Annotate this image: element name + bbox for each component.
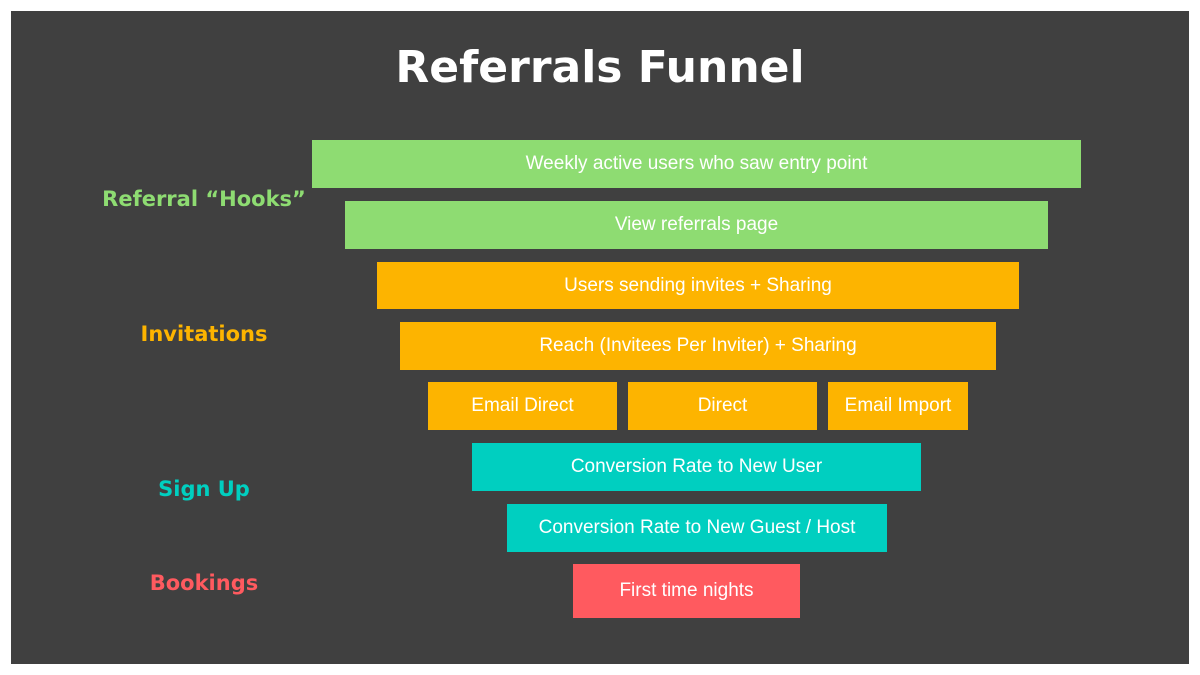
stage-label-signup: Sign Up bbox=[158, 477, 250, 501]
stage-label-invitations: Invitations bbox=[140, 322, 268, 346]
funnel-step-reach: Reach (Invitees Per Inviter) + Sharing bbox=[400, 322, 996, 370]
funnel-step-users-sending-invites: Users sending invites + Sharing bbox=[377, 262, 1019, 309]
funnel-step-email-direct: Email Direct bbox=[428, 382, 617, 430]
funnel-step-email-import: Email Import bbox=[828, 382, 968, 430]
funnel-step-view-referrals-page: View referrals page bbox=[345, 201, 1048, 249]
funnel-step-weekly-active-users: Weekly active users who saw entry point bbox=[312, 140, 1081, 188]
funnel-step-first-time-nights: First time nights bbox=[573, 564, 800, 618]
page-title: Referrals Funnel bbox=[395, 42, 805, 93]
stage-label-hooks: Referral “Hooks” bbox=[102, 187, 306, 211]
stage-label-bookings: Bookings bbox=[149, 571, 259, 595]
funnel-step-direct: Direct bbox=[628, 382, 817, 430]
funnel-step-conversion-new-user: Conversion Rate to New User bbox=[472, 443, 921, 491]
funnel-step-conversion-guest-host: Conversion Rate to New Guest / Host bbox=[507, 504, 887, 552]
